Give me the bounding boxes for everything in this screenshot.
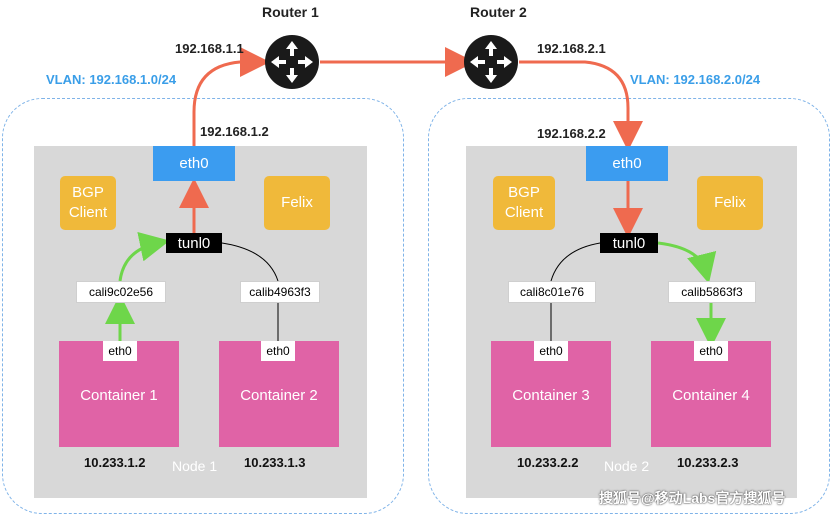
router2-ip: 192.168.2.1 — [537, 41, 606, 56]
node1-felix: Felix — [264, 176, 330, 230]
node2-label: Node 2 — [604, 458, 650, 474]
router1-icon — [265, 35, 319, 89]
node2-bgp-client-label: BGP Client — [504, 184, 544, 221]
watermark: 搜狐号@移动Labs官方搜狐号 — [599, 490, 786, 506]
node1-eth0: eth0 — [153, 146, 235, 181]
container-3-eth0: eth0 — [534, 341, 568, 361]
container-4-eth0: eth0 — [694, 341, 728, 361]
node1-host-ip: 192.168.1.2 — [200, 124, 269, 139]
node2-tunl0: tunl0 — [600, 233, 658, 253]
link-tunl0-to-cali-left-node2 — [550, 242, 601, 282]
node1-cali-right: calib4963f3 — [240, 281, 320, 303]
container-4: eth0 Container 4 — [651, 341, 771, 447]
link-cali-to-tunl0-node1 — [118, 231, 170, 282]
route-router2-to-node2 — [519, 60, 643, 151]
node1-bgp-client: BGP Client — [60, 176, 116, 230]
link-tunl0-to-cali-right-node1 — [221, 242, 279, 282]
node2-cali-left: cali8c01e76 — [508, 281, 596, 303]
node2-eth0: eth0 — [586, 146, 668, 181]
container-1-ip: 10.233.1.2 — [84, 455, 146, 470]
route-node1-to-router1 — [192, 47, 270, 146]
container-1-eth0: eth0 — [103, 341, 137, 361]
container-4-label: Container 4 — [672, 387, 750, 404]
router2-icon — [464, 35, 518, 89]
node2-host-ip: 192.168.2.2 — [537, 126, 606, 141]
router2-title: Router 2 — [470, 4, 527, 20]
container-1: eth0 Container 1 — [59, 341, 179, 447]
node2-felix: Felix — [697, 176, 763, 230]
container-1-label: Container 1 — [80, 387, 158, 404]
node1-label: Node 1 — [172, 458, 218, 474]
container-2: eth0 Container 2 — [219, 341, 339, 447]
vlan-right: VLAN: 192.168.2.0/24 — [630, 72, 761, 87]
container-4-ip: 10.233.2.3 — [677, 455, 739, 470]
node1-tunl0: tunl0 — [166, 233, 222, 253]
router1-title: Router 1 — [262, 4, 319, 20]
node2-cali-right: calib5863f3 — [668, 281, 756, 303]
vlan-left: VLAN: 192.168.1.0/24 — [46, 72, 177, 87]
container-3: eth0 Container 3 — [491, 341, 611, 447]
container-3-ip: 10.233.2.2 — [517, 455, 579, 470]
container-2-label: Container 2 — [240, 387, 318, 404]
container-2-eth0: eth0 — [261, 341, 295, 361]
router1-ip: 192.168.1.1 — [175, 41, 244, 56]
node1-bgp-client-label: BGP Client — [68, 184, 108, 221]
node2-bgp-client: BGP Client — [493, 176, 555, 230]
container-2-ip: 10.233.1.3 — [244, 455, 306, 470]
container-3-label: Container 3 — [512, 387, 590, 404]
node1-cali-left: cali9c02e56 — [76, 281, 166, 303]
link-tunl0-to-cali-right-node2 — [657, 241, 717, 284]
